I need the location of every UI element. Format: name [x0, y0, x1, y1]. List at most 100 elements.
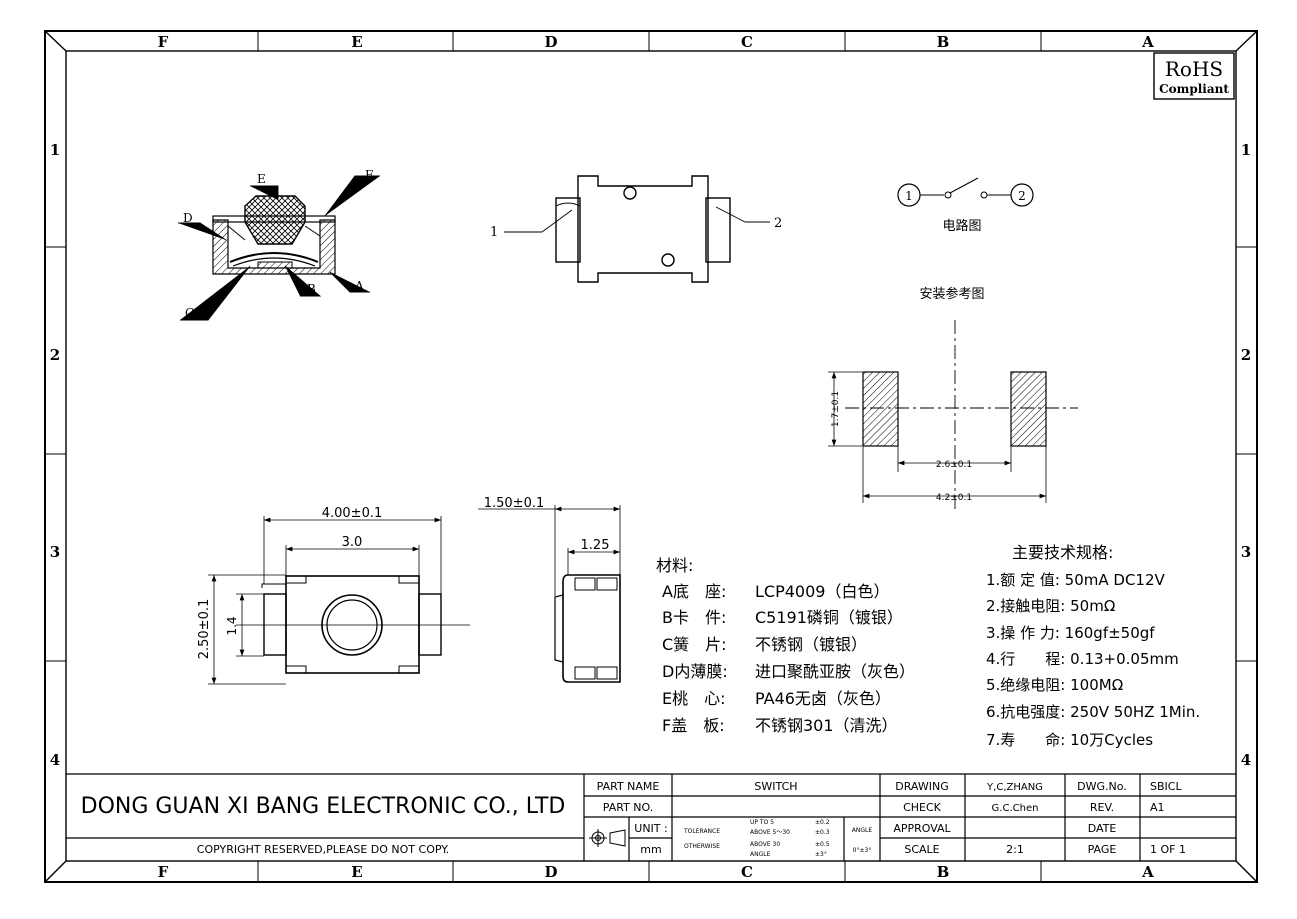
tolerance-label: OTHERWISE [684, 843, 720, 850]
drawing-value: Y,C,ZHANG [986, 782, 1043, 793]
circuit-diagram: 1 2 电路图 [897, 177, 1034, 234]
zone-row-left: 1 [50, 141, 60, 159]
check-label: CHECK [903, 801, 942, 814]
rohs-title: RoHS [1165, 57, 1223, 81]
material-value: 不锈钢（镀银） [755, 635, 867, 654]
top-view: 1 2 [490, 175, 782, 283]
part-name-value: SWITCH [754, 780, 797, 793]
part-name-label: PART NAME [597, 780, 660, 793]
dim-inner: 2.6±0.1 [936, 460, 972, 470]
zone-col-top: F [158, 33, 169, 51]
spec-item: 5.绝缘电阻: 100MΩ [986, 676, 1123, 694]
rohs-badge: RoHS Compliant [1153, 52, 1235, 100]
rev-value: A1 [1150, 801, 1165, 814]
company-name: DONG GUAN XI BANG ELECTRONIC CO., LTD [81, 794, 566, 819]
zone-col-bottom: D [544, 863, 557, 881]
tolerance-range: ABOVE 5～30 [750, 829, 790, 836]
footprint-diagram: 安装参考图 1.7±0.1 2.6±0.1 4.2±0.1 [828, 286, 1078, 510]
front-view: 4.00±0.1 3.0 2.50±0.1 1.4 [197, 506, 470, 685]
pin-1-label: 1 [490, 225, 498, 240]
callout-e: E [257, 172, 266, 186]
tolerance-value: ±0.2 [815, 819, 830, 826]
specifications-list: 主要技术规格: 1.额 定 值: 50mA DC12V 2.接触电阻: 50mΩ… [986, 543, 1200, 749]
material-value: PA46无卤（灰色） [755, 689, 891, 708]
tolerance-value: ±0.5 [815, 841, 830, 848]
dim-width: 4.00±0.1 [322, 506, 383, 521]
dim-height: 1.7±0.1 [831, 391, 841, 427]
callout-c: C [185, 306, 194, 320]
zone-row-right: 1 [1241, 141, 1251, 159]
dim-profile-height: 1.50±0.1 [484, 496, 545, 511]
drawing-label: DRAWING [895, 780, 948, 793]
spec-item: 6.抗电强度: 250V 50HZ 1Min. [986, 703, 1200, 721]
dwg-label: DWG.No. [1077, 780, 1127, 793]
projection-symbol [589, 829, 626, 847]
zone-row-right: 2 [1241, 346, 1251, 364]
zone-col-bottom: C [741, 863, 753, 881]
material-value: LCP4009（白色） [755, 582, 889, 601]
drawing-frame: F E D C B A F E D C B A 1 2 3 4 1 2 3 4 [44, 30, 1258, 883]
zone-col-bottom: A [1141, 863, 1154, 881]
zone-row-left: 4 [50, 751, 60, 769]
zone-col-top: D [544, 33, 557, 51]
zone-col-top: B [937, 33, 950, 51]
angle-value: 0°±3° [853, 847, 872, 854]
dwg-value: SBICL [1150, 780, 1182, 793]
spec-item: 4.行 程: 0.13+0.05mm [986, 650, 1179, 668]
zone-col-bottom: B [937, 863, 950, 881]
zone-col-top: C [741, 33, 753, 51]
zone-col-bottom: F [158, 863, 169, 881]
zone-row-right: 4 [1241, 751, 1251, 769]
tolerance-range: ABOVE 30 [750, 841, 780, 848]
material-key: D内薄膜: [662, 662, 728, 681]
tolerance-value: ±0.3 [815, 829, 830, 836]
zone-row-right: 3 [1241, 543, 1251, 561]
spec-item: 3.操 作 力: 160gf±50gf [986, 624, 1155, 642]
side-section-view: E F D C B A [178, 168, 380, 321]
scale-label: SCALE [904, 843, 939, 856]
zone-col-top: E [351, 33, 362, 51]
circuit-node-1: 1 [905, 189, 913, 203]
material-key: C簧 片: [662, 635, 727, 654]
specs-title: 主要技术规格: [1012, 543, 1113, 562]
rohs-subtitle: Compliant [1159, 82, 1229, 96]
callout-a: A [354, 279, 364, 293]
material-key: F盖 板: [662, 716, 725, 735]
page-value: 1 OF 1 [1150, 843, 1186, 856]
title-block: DONG GUAN XI BANG ELECTRONIC CO., LTD CO… [66, 773, 1236, 861]
unit-value: mm [640, 843, 661, 856]
dim-body: 1.25 [581, 538, 610, 553]
spec-item: 1.额 定 值: 50mA DC12V [986, 571, 1166, 589]
part-no-label: PART NO. [603, 801, 653, 814]
copyright-notice: COPYRIGHT RESERVED,PLEASE DO NOT COPY. [197, 843, 449, 856]
footprint-title: 安装参考图 [919, 286, 984, 302]
zone-row-left: 3 [50, 543, 60, 561]
callout-d: D [183, 211, 193, 225]
circuit-node-2: 2 [1018, 189, 1026, 203]
material-key: A底 座: [662, 582, 726, 601]
zone-col-bottom: E [351, 863, 362, 881]
material-value: 不锈钢301（清洗） [755, 716, 898, 735]
circuit-caption: 电路图 [942, 218, 981, 234]
material-value: 进口聚酰亚胺（灰色） [755, 662, 915, 681]
scale-value: 2:1 [1006, 843, 1024, 856]
pin-2-label: 2 [774, 216, 782, 231]
dim-height: 2.50±0.1 [197, 599, 212, 660]
tolerance-label: TOLERANCE [683, 828, 720, 835]
zone-col-top: A [1141, 33, 1154, 51]
callout-f: F [365, 168, 373, 182]
tolerance-range: ANGLE [750, 851, 771, 858]
tolerance-value: ±3° [815, 851, 827, 858]
spec-item: 2.接触电阻: 50mΩ [986, 597, 1115, 615]
unit-label: UNIT : [634, 822, 667, 835]
dim-pad: 1.4 [225, 616, 239, 635]
dim-inner-width: 3.0 [342, 535, 363, 550]
materials-list: 材料: A底 座: LCP4009（白色） B卡 件: C5191磷铜（镀银） … [656, 556, 915, 735]
approval-label: APPROVAL [893, 822, 951, 835]
callout-b: B [307, 282, 316, 296]
dim-outer: 4.2±0.1 [936, 493, 972, 503]
material-key: E桃 心: [662, 689, 726, 708]
zone-row-left: 2 [50, 346, 60, 364]
check-value: G.C.Chen [992, 803, 1039, 814]
